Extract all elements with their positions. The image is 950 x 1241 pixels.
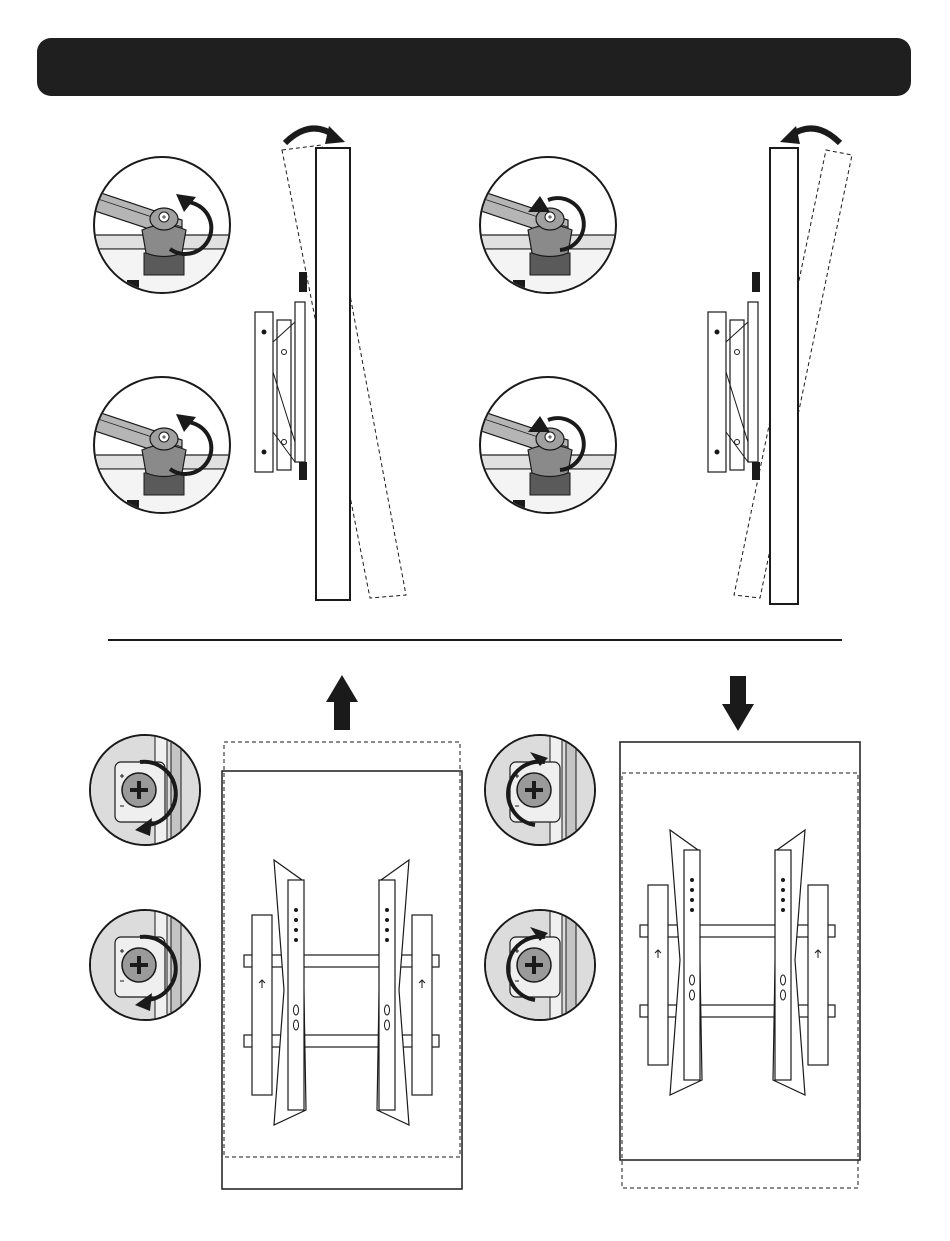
tension-knob-icon bbox=[478, 157, 628, 300]
display-side bbox=[770, 148, 798, 604]
arrow-up-icon bbox=[326, 675, 358, 730]
wall-mount-front bbox=[244, 860, 439, 1125]
mount-bracket-side bbox=[255, 272, 307, 480]
panel-tilt-forward bbox=[92, 126, 406, 600]
arrow-down-icon bbox=[722, 676, 754, 731]
wall-mount-front bbox=[640, 830, 835, 1095]
tension-knob-icon bbox=[92, 157, 242, 300]
phillips-screw-icon bbox=[485, 735, 595, 845]
panel-tilt-backward bbox=[478, 126, 852, 604]
phillips-screw-icon bbox=[90, 910, 200, 1020]
curved-arrow-icon bbox=[780, 126, 840, 144]
panel-raise bbox=[90, 675, 462, 1189]
mount-bracket-side bbox=[708, 272, 760, 480]
panel-lower bbox=[485, 676, 860, 1188]
curved-arrow-icon bbox=[285, 126, 345, 144]
tension-knob-icon bbox=[478, 377, 628, 520]
phillips-screw-icon bbox=[485, 910, 595, 1020]
tension-knob-icon bbox=[92, 377, 242, 520]
display-side bbox=[316, 148, 350, 600]
phillips-screw-icon bbox=[90, 735, 200, 845]
